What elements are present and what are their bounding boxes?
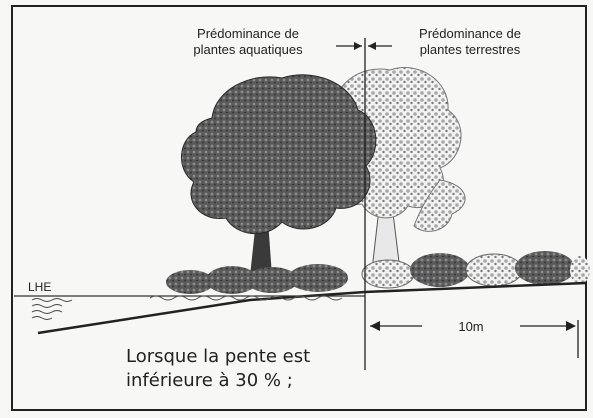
distance-dimension	[370, 320, 579, 358]
caption-line2: inférieure à 30 % ;	[126, 370, 293, 391]
frame-border	[11, 5, 587, 411]
left-zone-label-line2: plantes aquatiques	[193, 42, 303, 57]
left-zone-label-line1: Prédominance de	[197, 26, 299, 41]
aquatic-tree	[181, 74, 377, 276]
distance-label: 10m	[458, 319, 483, 334]
right-zone-label-line1: Prédominance de	[419, 26, 521, 41]
water-line-label: LHE	[28, 280, 51, 294]
shrub-row	[166, 251, 590, 294]
right-zone-label-line2: plantes terrestres	[420, 42, 521, 57]
zone-arrows	[336, 42, 392, 50]
water-lines	[14, 295, 365, 320]
caption-line1: Lorsque la pente est	[126, 346, 310, 367]
